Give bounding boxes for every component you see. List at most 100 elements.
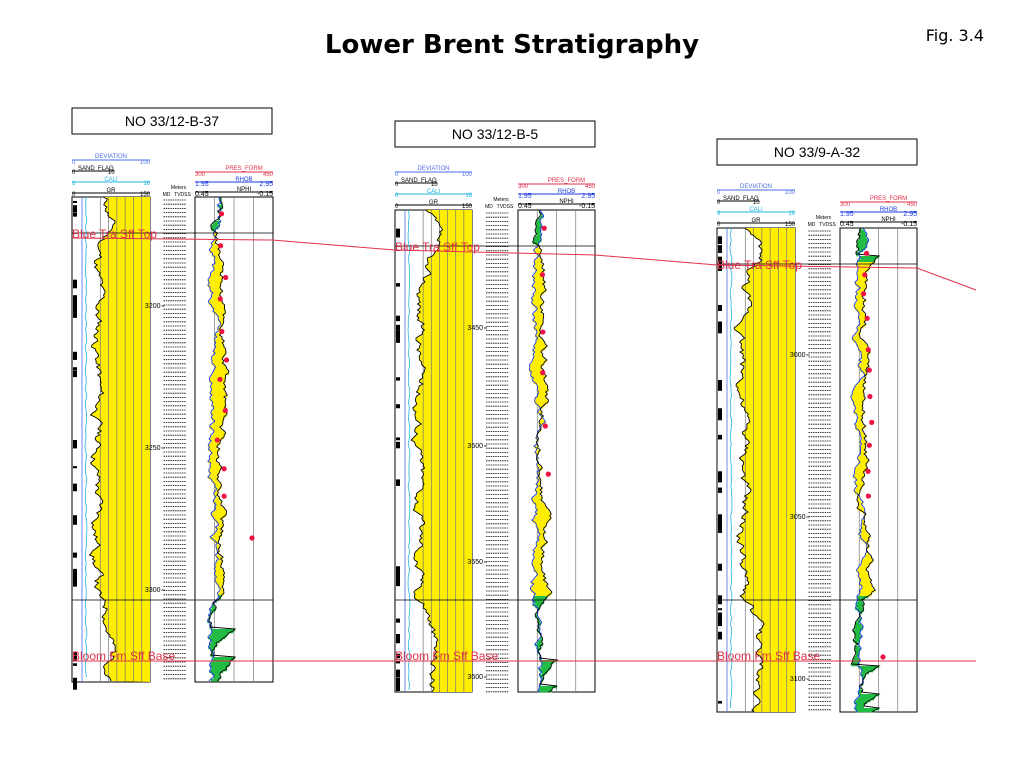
sand-fill [217,329,220,332]
sand-fill [210,243,216,246]
shale-fill [211,631,234,634]
shale-fill [209,635,228,638]
shale-fill [855,646,860,649]
sand-fill [858,502,864,505]
sand-fill [537,440,539,443]
sand-fill [531,586,547,589]
sand-flag-block [73,440,77,449]
base-marker-label: Bloom Fm Sff Base [72,649,175,663]
sand-fill [215,237,217,240]
depth-tick-label: 3250 [145,445,161,452]
sand-fill [534,344,546,347]
sand-flag-max: 10 [753,200,760,206]
sand-fill [858,350,870,353]
md-label: MD [163,192,171,198]
sand-fill [214,503,222,506]
sand-fill [218,525,224,528]
sand-fill [210,463,220,466]
sand-fill [537,574,545,577]
sand-fill [214,369,227,372]
sand-fill [209,447,217,450]
sand-flag-block [396,340,400,343]
sand-fill [211,417,224,420]
sand-flag-block [718,521,722,533]
sand-fill [861,588,874,591]
shale-fill [210,611,214,614]
sand-fill [212,307,225,310]
sand-fill [538,482,541,485]
sand-fill [210,425,223,428]
pressure-point [864,315,870,321]
sand-fill [538,422,546,425]
shale-fill [854,656,858,659]
sand-flag-block [718,487,722,493]
sand-fill [536,330,540,333]
gr-label: GR [107,188,117,194]
sand-fill [534,274,542,277]
shale-fill [862,670,874,673]
sand-fill [859,434,865,437]
sand-fill [857,326,864,329]
sand-fill [208,281,223,284]
sand-fill [531,372,543,375]
sand-flag-block [73,212,77,217]
sand-fill [217,529,221,532]
shale-fill [538,628,540,631]
sand-fill [531,520,550,523]
sand-fill [210,397,224,400]
sand-fill [861,378,866,381]
shale-fill [541,672,547,675]
sand-fill [208,445,218,448]
sand-fill [861,354,868,357]
sand-fill [533,284,543,287]
pres-form-min: 300 [518,184,529,190]
sand-fill [209,399,227,402]
sand-flag-block [718,379,722,391]
sand-fill [531,500,541,503]
shale-fill [859,230,865,233]
sand-flag-block [73,552,77,558]
sand-fill [858,330,861,333]
sand-fill [217,523,223,526]
sand-fill [534,496,542,499]
pres-form-min: 300 [195,172,206,178]
sand-fill [532,286,545,289]
shale-fill [855,652,860,655]
sand-fill [536,270,545,273]
sand-fill [536,324,543,327]
sand-fill [856,500,862,503]
sand-fill [859,590,876,593]
cali-curve [407,209,411,691]
sand-fill [211,375,226,378]
shale-fill [535,614,538,617]
shale-fill [212,653,214,656]
sand-fill [213,433,226,436]
cali-max: 16 [143,181,150,187]
sand-fill [213,409,227,412]
sand-fill [213,241,217,244]
sand-fill [215,527,223,530]
sand-fill [855,264,872,267]
sand-fill [208,449,220,452]
sand-fill [215,581,225,584]
sand-fill [858,430,863,433]
sand-fill [856,420,862,423]
sand-fill [212,293,221,296]
sand-fill [858,268,870,271]
shale-fill [536,220,540,223]
sand-fill [533,266,543,269]
shale-fill [540,636,542,639]
top-marker-label: Blue Tra Sff Top [72,227,157,241]
sand-fill [852,392,864,395]
cali-min: 6 [395,193,399,199]
sand-fill [534,260,543,263]
sand-fill [215,563,222,566]
sand-flag-block [73,367,77,371]
sand-fill [856,384,864,387]
pressure-point [218,211,225,217]
shale-fill [533,598,547,601]
sand-fill [209,393,227,396]
sand-fill [210,299,220,302]
sand-fill [861,560,874,563]
